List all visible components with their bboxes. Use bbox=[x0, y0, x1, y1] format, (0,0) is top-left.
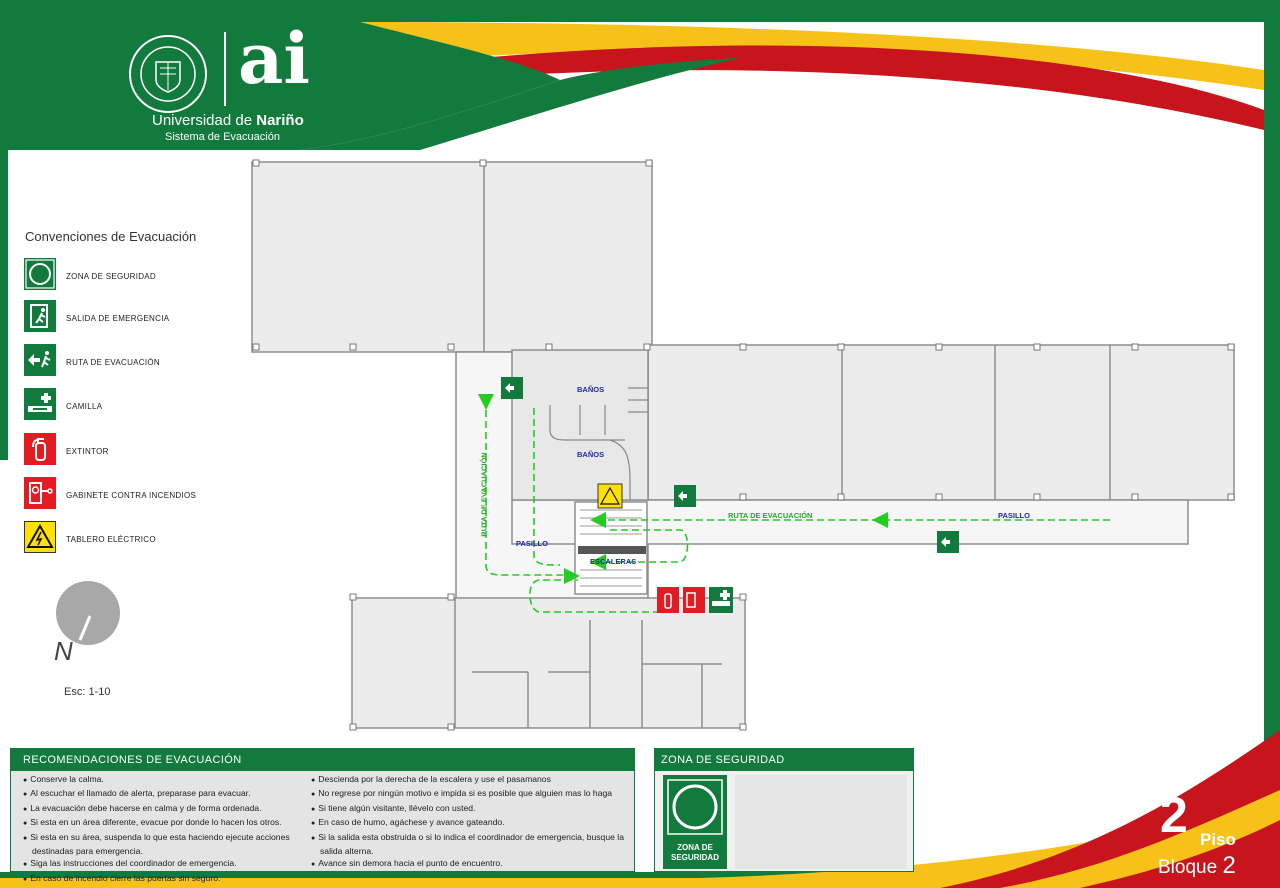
room-top-left bbox=[251, 161, 653, 353]
recommendations-panel: Recomendaciones de Evacuación Conserve l… bbox=[10, 748, 635, 883]
safety-zone-sign: ZONA DE SEGURIDAD bbox=[663, 775, 727, 869]
label-route-vertical: RUTA DE EVACUACIÓN bbox=[479, 452, 489, 537]
logo-divider bbox=[224, 32, 226, 106]
label-banos-2: BAÑOS bbox=[577, 450, 605, 459]
recommendation-item: Descienda por la derecha de la escalera … bbox=[311, 773, 629, 787]
recommendation-item: En caso de humo, agáchese y avance gatea… bbox=[311, 816, 629, 830]
legend-item-fire-cabinet: Gabinete contra incendios bbox=[24, 477, 254, 509]
legend-label: Camilla bbox=[66, 402, 103, 411]
legend-label: Salida de emergencia bbox=[66, 314, 170, 323]
fire-extinguisher-icon bbox=[24, 433, 56, 465]
stair-steps bbox=[578, 509, 646, 587]
legend-item-evacuation-route: Ruta de evacuación bbox=[24, 344, 254, 376]
recommendations-left: Conserve la calma. Al escuchar el llamad… bbox=[23, 773, 305, 886]
recommendation-item: Si esta en su área, suspenda lo que esta… bbox=[23, 831, 305, 858]
recommendation-item: Avance sin demora hacia el punto de encu… bbox=[311, 857, 629, 871]
safety-zone-sign-label: ZONA DE SEGURIDAD bbox=[670, 843, 719, 862]
scale-label: Esc: 1-10 bbox=[64, 686, 111, 698]
columns bbox=[252, 159, 1235, 731]
recommendation-item: Siga las instrucciones del coordinador d… bbox=[23, 857, 305, 871]
floor-label: Piso bbox=[1200, 830, 1236, 849]
evacuation-route-path bbox=[485, 408, 1110, 613]
legend-title: Convenciones de Evacuación bbox=[25, 229, 197, 244]
legend-item-safe-zone: Zona de seguridad bbox=[24, 258, 254, 290]
recommendation-item: La evacuación debe hacerse en calma y de… bbox=[23, 802, 305, 816]
safety-zone-panel: Zona de Seguridad ZONA DE SEGURIDAD bbox=[654, 748, 914, 872]
block-number: 2 bbox=[1222, 852, 1236, 879]
label-pasillo-2: PASILLO bbox=[998, 511, 1030, 520]
recommendations-right: Descienda por la derecha de la escalera … bbox=[311, 773, 629, 872]
recommendation-item: Si tiene algún visitante, llévelo con us… bbox=[311, 802, 629, 816]
compass-icon bbox=[56, 581, 120, 645]
legend-label: Extintor bbox=[66, 447, 109, 456]
bathroom-partitions bbox=[549, 387, 648, 500]
label-banos-1: BAÑOS bbox=[577, 385, 605, 394]
north-label: N bbox=[54, 636, 73, 666]
safety-zone-title: Zona de Seguridad bbox=[655, 749, 913, 771]
recommendation-item: En caso de incendio cierre las puertas s… bbox=[23, 872, 305, 886]
safe-zone-icon bbox=[24, 258, 56, 290]
electrical-panel-icon bbox=[24, 521, 56, 553]
room-right-wing bbox=[647, 344, 1235, 501]
recommendations-title: Recomendaciones de Evacuación bbox=[11, 749, 634, 771]
university-prefix: Universidad de bbox=[152, 112, 257, 129]
room-bottom bbox=[351, 597, 746, 729]
floor-plan bbox=[251, 159, 1235, 731]
floor-number: 2 bbox=[1160, 787, 1188, 843]
block-prefix: Bloque bbox=[1158, 857, 1223, 878]
system-subtitle: Sistema de Evacuación bbox=[165, 131, 280, 143]
evacuation-route-icon bbox=[24, 344, 56, 376]
university-name: Universidad de Nariño bbox=[152, 112, 304, 129]
university-name-bold: Nariño bbox=[256, 112, 304, 129]
legend-item-extinguisher: Extintor bbox=[24, 433, 254, 465]
block-label: Bloque 2 bbox=[1158, 852, 1236, 880]
legend-label: Gabinete contra incendios bbox=[66, 491, 197, 500]
safety-zone-box bbox=[735, 775, 907, 869]
emergency-exit-icon bbox=[24, 300, 56, 332]
legend-label: Zona de seguridad bbox=[66, 272, 157, 281]
legend-label: Tablero eléctrico bbox=[66, 535, 156, 544]
safe-zone-icon bbox=[667, 779, 723, 835]
north-indicator: N bbox=[52, 580, 124, 670]
route-arrows bbox=[478, 394, 888, 584]
university-seal-icon bbox=[129, 35, 207, 113]
recommendation-item: Conserve la calma. bbox=[23, 773, 305, 787]
header-logo bbox=[120, 28, 340, 148]
legend-item-stretcher: Camilla bbox=[24, 388, 254, 420]
label-route-horizontal: RUTA DE EVACUACIÓN bbox=[728, 511, 813, 520]
ai-logo-mark: ai bbox=[238, 17, 310, 100]
plan-signs bbox=[501, 377, 959, 613]
label-pasillo-1: PASILLO bbox=[516, 539, 548, 548]
recommendation-item: No regrese por ningún motivo e impida si… bbox=[311, 787, 629, 801]
fire-cabinet-icon bbox=[24, 477, 56, 509]
recommendation-item: Si la salida esta obstruida o si lo indi… bbox=[311, 831, 629, 858]
legend-label: Ruta de evacuación bbox=[66, 358, 161, 367]
recommendation-item: Si esta en un área diferente, evacue por… bbox=[23, 816, 305, 830]
legend-item-emergency-exit: Salida de emergencia bbox=[24, 300, 254, 332]
legend-item-electrical-panel: Tablero eléctrico bbox=[24, 521, 254, 553]
label-escaleras: ESCALERAS bbox=[590, 557, 637, 566]
stretcher-icon bbox=[24, 388, 56, 420]
recommendation-item: Al escuchar el llamado de alerta, prepar… bbox=[23, 787, 305, 801]
